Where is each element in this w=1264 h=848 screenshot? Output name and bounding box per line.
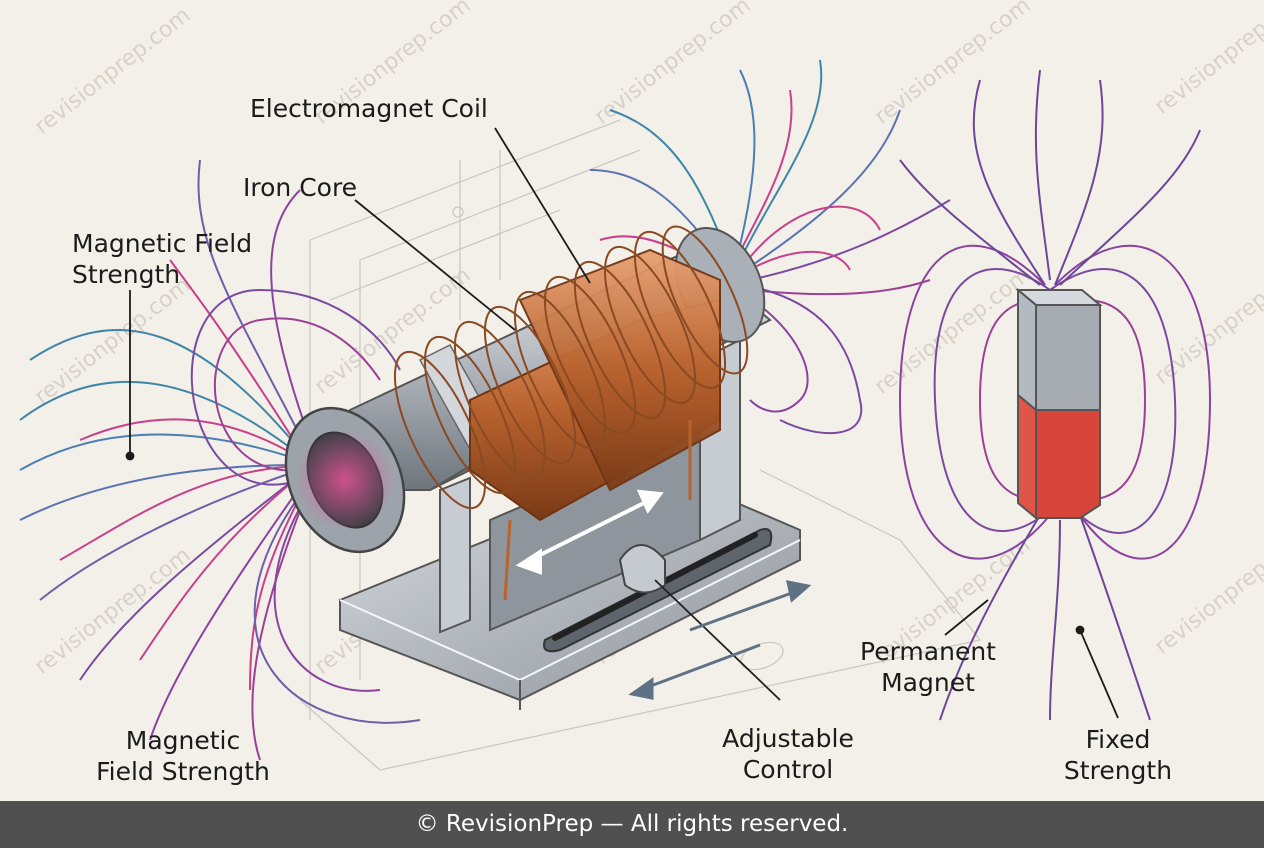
label-magnetic-field-strength-top: Magnetic Field Strength: [72, 228, 252, 290]
leader-lines: [125, 127, 1119, 719]
label-adjustable-control: Adjustable Control: [705, 723, 871, 785]
copyright-footer: © RevisionPrep — All rights reserved.: [0, 801, 1264, 848]
label-line: Field Strength: [96, 757, 270, 786]
permanent-magnet: [1015, 287, 1103, 521]
label-magnetic-field-strength-bottom: Magnetic Field Strength: [80, 725, 286, 787]
label-line: Strength: [1063, 756, 1173, 785]
label-line: Strength: [72, 260, 181, 289]
slider-knob: [618, 544, 781, 701]
label-line: Magnet: [881, 668, 975, 697]
label-line: Magnetic: [125, 726, 241, 755]
label-line: Permanent: [860, 637, 996, 666]
permanent-magnet-field: [898, 69, 1212, 721]
label-line: Control: [742, 755, 834, 784]
outer-arrows: [628, 580, 812, 700]
label-line: Fixed: [1085, 725, 1151, 754]
label-permanent-magnet: Permanent Magnet: [848, 636, 1008, 698]
label-iron-core: Iron Core: [243, 173, 358, 202]
left-field-lines: [19, 159, 421, 761]
direction-arrows: [515, 489, 664, 575]
label-fixed-strength: Fixed Strength: [1050, 724, 1186, 786]
label-line: Magnetic Field: [72, 229, 253, 258]
label-electromagnet-coil: Electromagnet Coil: [250, 94, 488, 123]
copper-coil: [393, 225, 749, 601]
label-line: Adjustable: [722, 724, 854, 753]
